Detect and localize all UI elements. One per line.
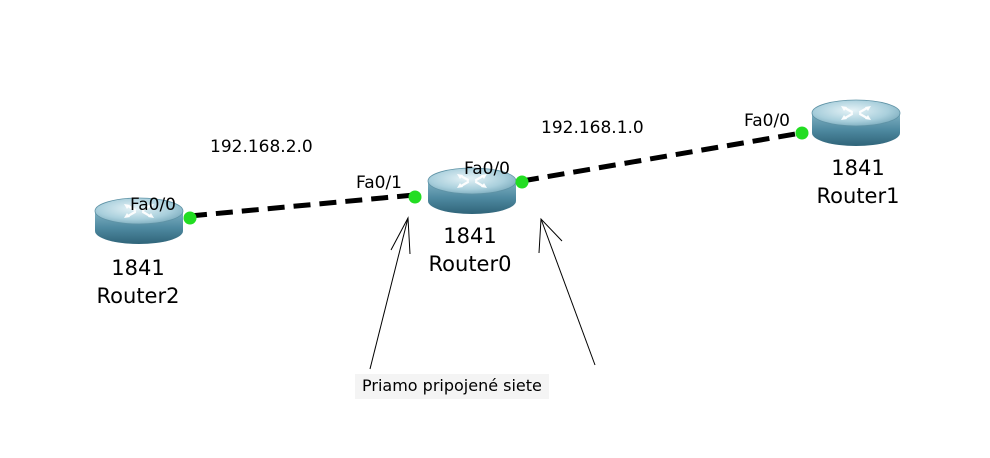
- router2-name: Router2: [96, 284, 180, 308]
- router2-port-label: Fa0/0: [130, 195, 176, 215]
- router2-model: 1841: [111, 256, 165, 280]
- annotation-label: Priamo pripojené siete: [355, 374, 549, 399]
- annotation-arrow-left: [369, 216, 411, 370]
- router0-fa0-1-port-dot[interactable]: [408, 190, 422, 204]
- router0-port-label-fa0-1: Fa0/1: [356, 173, 402, 193]
- link-router0-router1: [521, 130, 802, 184]
- router1-name: Router1: [816, 184, 900, 208]
- network-label-left: 192.168.2.0: [210, 137, 313, 157]
- router1-fa0-0-port-dot[interactable]: [795, 126, 809, 140]
- router0-port-label-fa0-0: Fa0/0: [464, 159, 510, 179]
- router2-fa0-0-port-dot[interactable]: [183, 211, 197, 225]
- link-router2-router0: [189, 192, 415, 219]
- router0-fa0-0-port-dot[interactable]: [515, 175, 529, 189]
- annotation-arrow-right: [538, 217, 596, 366]
- network-label-right: 192.168.1.0: [541, 118, 644, 138]
- router1-model: 1841: [831, 156, 885, 180]
- router1-port-label: Fa0/0: [744, 111, 790, 131]
- router0-model: 1841: [443, 224, 497, 248]
- router0-name: Router0: [428, 252, 512, 276]
- router1-icon[interactable]: [810, 98, 902, 148]
